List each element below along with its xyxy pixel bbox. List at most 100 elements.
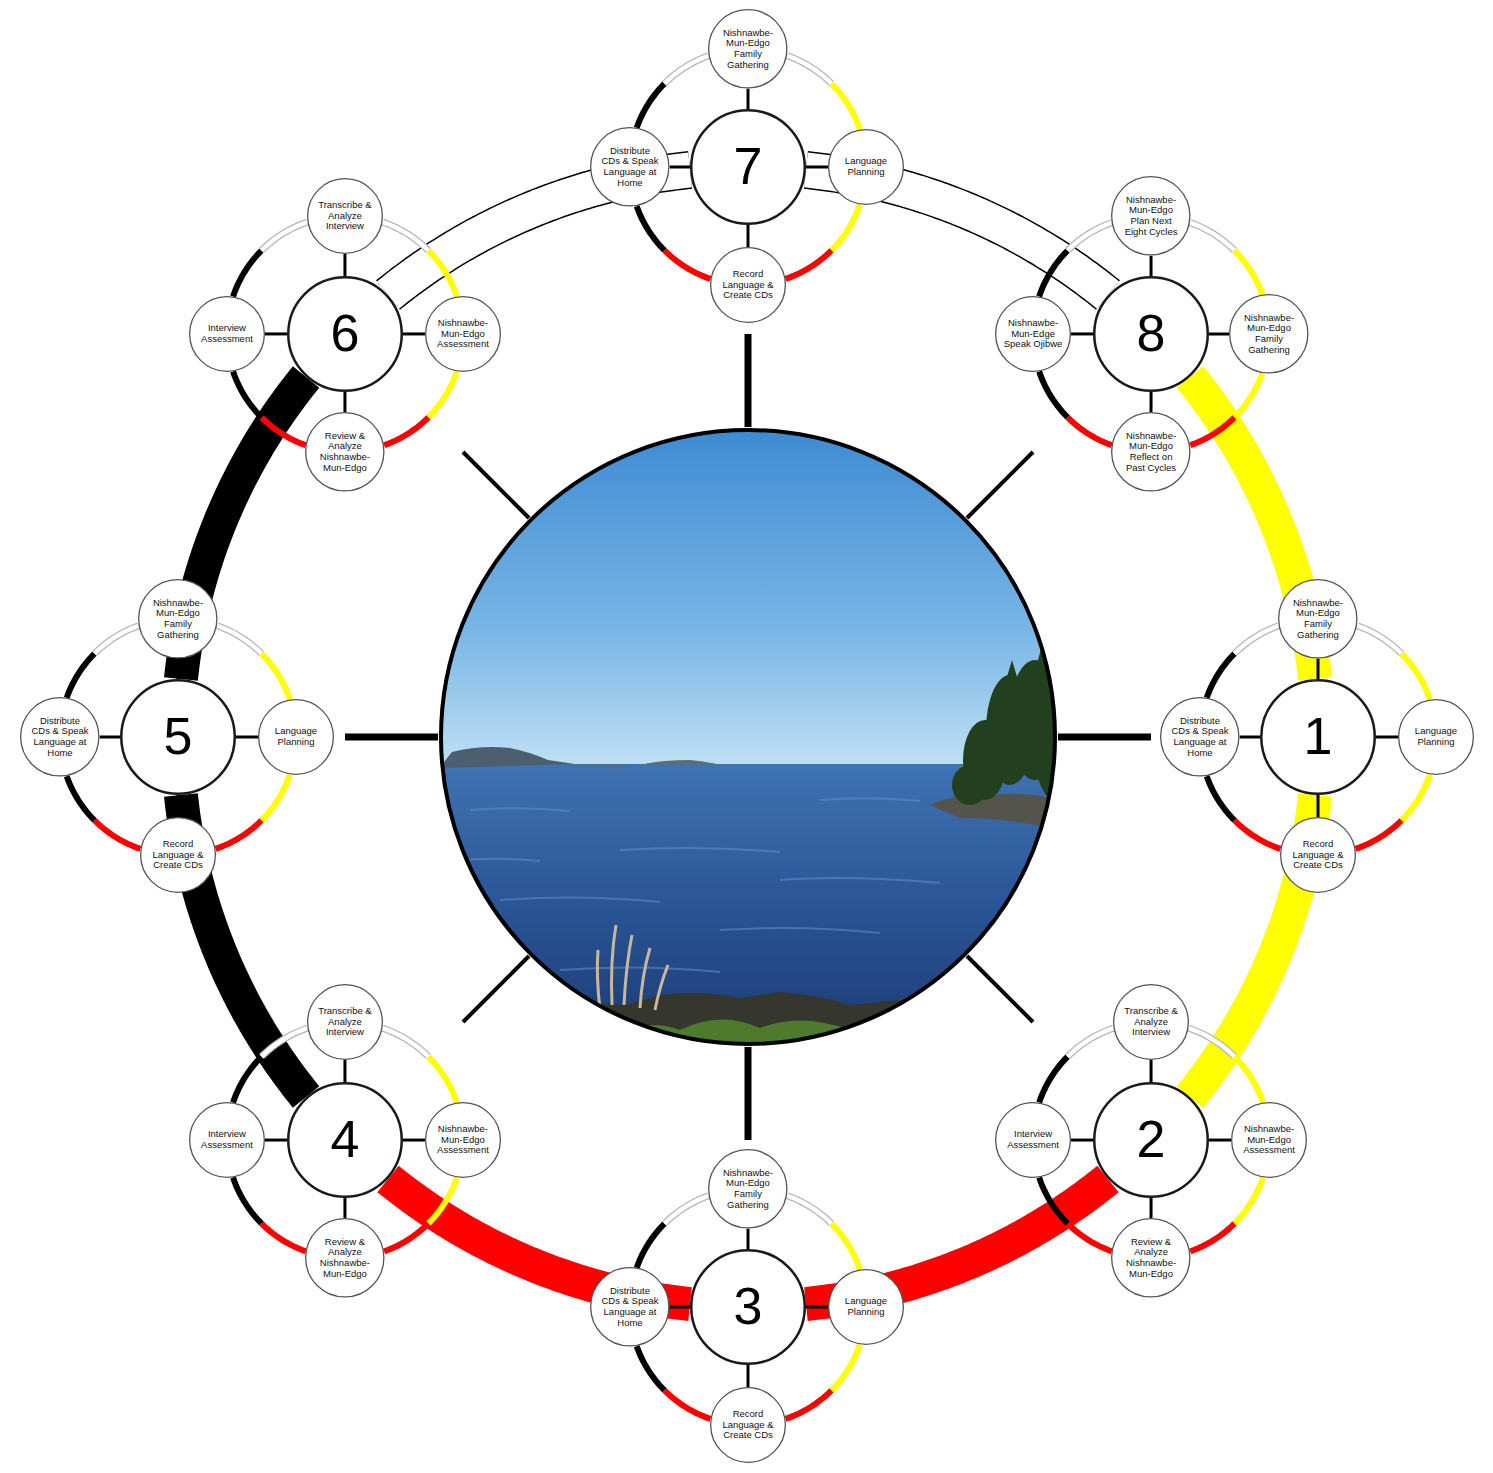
arc-outline (1190, 223, 1234, 251)
connector (1151, 1060, 1152, 1082)
circle-shape (829, 1270, 904, 1345)
spoke-line (343, 254, 346, 276)
step-circle: Review & Analyze Nishnawbe-Mun-Edgo (305, 412, 385, 492)
spoke-line (236, 736, 258, 739)
step-label: Review & Analyze Nishnawbe-Mun-Edgo (1121, 1237, 1181, 1280)
circle-shape (591, 128, 669, 206)
step-label: Nishnawbe-Mun-Edgo Assessment (433, 1124, 493, 1156)
circle-shape (139, 580, 217, 658)
step-circle: Language Planning (828, 1269, 904, 1345)
spoke-line (1316, 659, 1319, 679)
arc-outline (665, 1196, 709, 1224)
connector (637, 56, 709, 128)
arc-outline (1068, 223, 1112, 251)
connector (1240, 736, 1260, 737)
circle-shape (1114, 985, 1189, 1060)
wheel-arc (1207, 654, 1235, 698)
circle-shape (190, 1103, 265, 1178)
spoke-line (1317, 795, 1320, 817)
wheel-arc (1039, 371, 1067, 417)
spoke-line (1376, 736, 1398, 739)
wheel-arc (665, 1196, 709, 1224)
connector (1151, 256, 1152, 276)
step-label: Record Language & Create CDs (718, 1409, 778, 1441)
cycle-number: 1 (1304, 708, 1333, 765)
wheel-arc (1207, 776, 1235, 820)
circle-shape (711, 1388, 786, 1463)
step-label: Nishnawbe-Mun-Edgo Reflect on Past Cycle… (1121, 431, 1181, 474)
connector (637, 1196, 709, 1268)
circle-shape (996, 1103, 1071, 1178)
step-circle: Distribute CDs & Speak Language at Home (590, 127, 670, 207)
wave-lines (460, 798, 940, 972)
step-circle: Language Planning (828, 129, 904, 205)
connector (344, 254, 345, 276)
step-label: Language Planning (1406, 726, 1466, 747)
step-label: Record Language & Create CDs (1288, 839, 1348, 871)
connector (1151, 1198, 1152, 1218)
connector (1151, 392, 1152, 412)
step-circle: Nishnawbe-Mun-Edgo Assessment (1231, 1102, 1307, 1178)
wheel-arc (261, 1028, 307, 1056)
wheel-arc (1039, 1057, 1067, 1103)
circle-shape (1232, 1103, 1307, 1178)
water (440, 764, 1060, 1054)
spoke-line (1209, 1139, 1231, 1142)
spokes (345, 334, 1151, 1140)
spoke (463, 956, 529, 1022)
connector (1190, 223, 1262, 295)
circle-shape (1399, 700, 1474, 775)
connector (403, 1140, 425, 1141)
cycle-number: 8 (1137, 305, 1166, 362)
wheel-arc (786, 1390, 832, 1418)
reeds (597, 925, 668, 1010)
wheel-arc (428, 1178, 456, 1224)
step-circle: Interview Assessment (995, 1102, 1071, 1178)
circle-shape (426, 297, 501, 372)
spoke (745, 334, 752, 427)
circle-shape (1230, 295, 1308, 373)
circle-shape (1161, 698, 1239, 776)
circle-shape (306, 1219, 384, 1297)
connector (1071, 333, 1093, 334)
step-circle: Nishnawbe-Mun-Edge Speak Ojibwe (995, 296, 1071, 372)
far-hill (440, 747, 575, 768)
connector (748, 1365, 749, 1387)
wheel-arc (831, 1345, 859, 1391)
wheel-arc (1190, 223, 1234, 251)
connector (1318, 795, 1319, 817)
step-circle: Review & Analyze Nishnawbe-Mun-Edgo (1111, 1218, 1191, 1298)
connector (382, 222, 456, 296)
spoke-line (177, 795, 180, 817)
connector (747, 1229, 748, 1249)
circle-shape (691, 1250, 805, 1364)
spoke-line (343, 1060, 346, 1082)
wheel-arc (637, 206, 665, 250)
circle-shape (1112, 177, 1190, 255)
circle-shape (426, 1103, 501, 1178)
spoke-line (1150, 392, 1153, 412)
connector (786, 1345, 860, 1419)
tree-tops (1000, 645, 1070, 700)
connector (1039, 1178, 1112, 1252)
tree (952, 765, 988, 805)
cycle-circle: 7 (690, 109, 806, 225)
wheel-arc (1234, 373, 1262, 417)
grass (600, 1019, 920, 1045)
step-label: Nishnawbe-Mun-Edgo Assessment (1239, 1124, 1299, 1156)
lake-photo (440, 429, 1077, 1054)
wheel-arc (261, 222, 307, 250)
step-circle: Record Language & Create CDs (710, 1387, 786, 1463)
connector (787, 1196, 860, 1270)
step-circle: Language Planning (258, 699, 334, 775)
step-circle: Transcribe & Analyze Interview (307, 984, 383, 1060)
cycle-circle: 2 (1093, 1082, 1209, 1198)
cycle-circle: 8 (1093, 276, 1209, 392)
circle-shape (591, 1268, 669, 1346)
wheel-arc (67, 776, 95, 820)
step-label: Transcribe & Analyze Interview (315, 1006, 375, 1038)
step-circle: Review & Analyze Nishnawbe-Mun-Edgo (305, 1218, 385, 1298)
connector (1190, 1178, 1263, 1252)
step-circle: Distribute CDs & Speak Language at Home (590, 1267, 670, 1347)
step-label: Transcribe & Analyze Interview (315, 200, 375, 232)
